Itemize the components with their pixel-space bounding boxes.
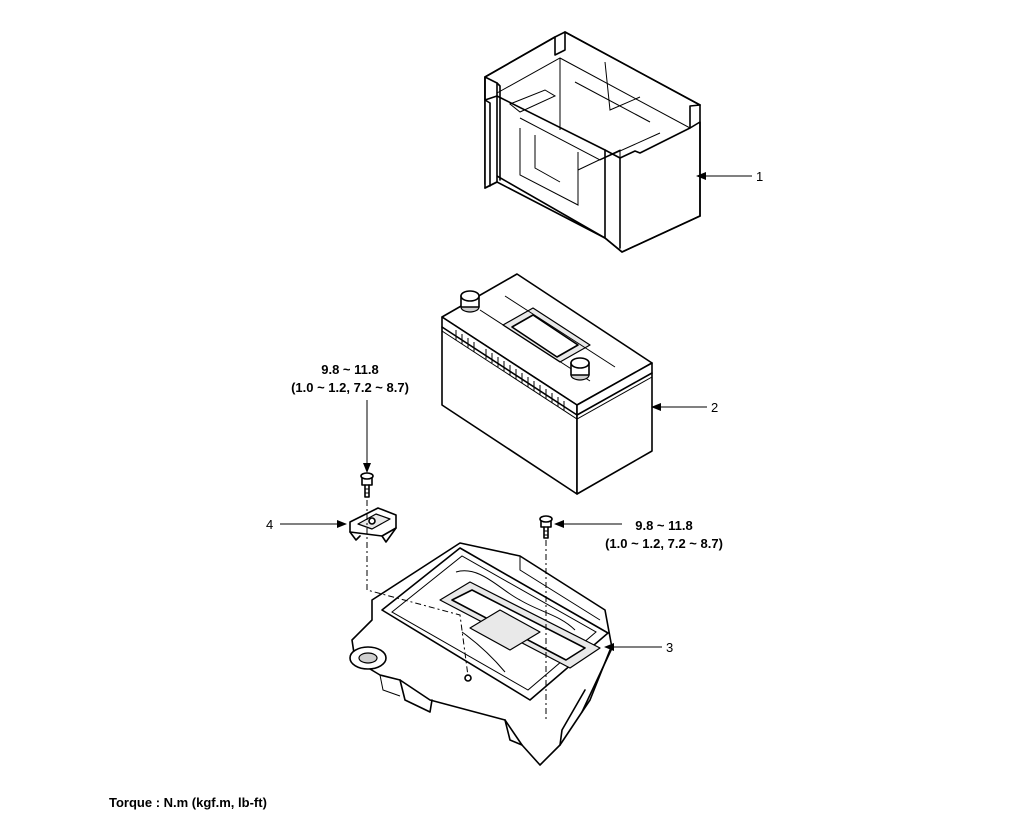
torque-right-value: 9.8 ~ 11.8 [635, 518, 692, 533]
torque-left-value: 9.8 ~ 11.8 [321, 362, 378, 377]
right-bolt-drawing [539, 515, 553, 539]
battery-clamp-drawing [349, 507, 397, 543]
left-bolt-centerline [366, 500, 469, 677]
torque-right-units: (1.0 ~ 1.2, 7.2 ~ 8.7) [605, 536, 723, 551]
callout-1: 1 [756, 169, 763, 184]
callout-4: 4 [266, 517, 273, 532]
left-bolt-drawing [360, 472, 374, 498]
torque-units-note: Torque : N.m (kgf.m, lb-ft) [109, 795, 267, 810]
callout-2: 2 [711, 400, 718, 415]
battery-tray-drawing [349, 542, 613, 766]
battery-drawing [441, 273, 653, 495]
callout-3: 3 [666, 640, 673, 655]
torque-left-units: (1.0 ~ 1.2, 7.2 ~ 8.7) [291, 380, 409, 395]
battery-cover-drawing [484, 31, 701, 253]
